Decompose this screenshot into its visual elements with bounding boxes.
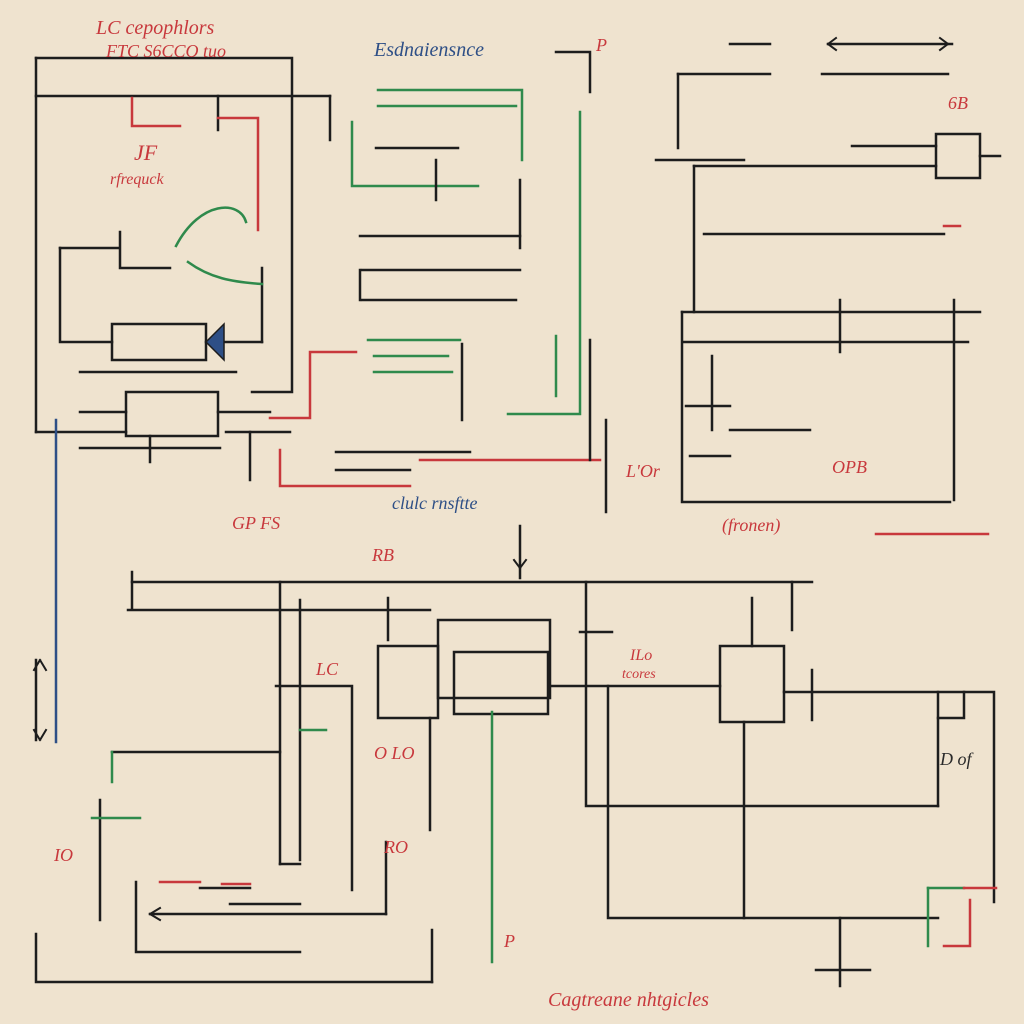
label-jf: JF bbox=[134, 140, 158, 165]
label-lor: L'Or bbox=[626, 461, 660, 481]
top-center-green-wiring bbox=[350, 88, 582, 416]
label-p-bottom: P bbox=[504, 931, 515, 951]
label-lc-left: LC bbox=[316, 659, 339, 679]
label-io: IO bbox=[54, 845, 73, 865]
top-left-green-wiring bbox=[174, 206, 264, 286]
label-ilo: ILo bbox=[630, 647, 653, 664]
caption-middle: clulc rnsftte bbox=[392, 493, 478, 513]
top-left-red-wiring bbox=[130, 96, 602, 488]
bottom-center-green-wiring bbox=[490, 710, 966, 964]
label-p-top: P bbox=[596, 35, 607, 55]
label-gp-fs: GP FS bbox=[232, 513, 281, 533]
label-ro: RO bbox=[384, 837, 408, 857]
label-tcores: tcores bbox=[622, 667, 656, 682]
top-left-wiring bbox=[34, 56, 332, 482]
arrow-markers bbox=[32, 36, 950, 922]
title-top-center: Esdnaiensnce bbox=[374, 39, 484, 61]
label-rb: RB bbox=[372, 545, 394, 565]
label-o-lo: O LO bbox=[374, 743, 415, 763]
bottom-center-red-wiring bbox=[942, 886, 998, 948]
label-6b: 6B bbox=[948, 93, 968, 113]
top-right-wiring bbox=[654, 42, 1002, 504]
bottom-left-red-wiring bbox=[158, 880, 252, 886]
title-top-left-line1: LC cepophlors bbox=[96, 17, 215, 39]
label-fronen: (fronen) bbox=[722, 515, 781, 535]
bottom-left-green-wiring bbox=[90, 728, 328, 820]
top-right-red-wiring bbox=[874, 224, 990, 536]
blue-triangle-marker bbox=[204, 322, 225, 362]
caption-bottom: Cagtreane nhtgicles bbox=[548, 989, 709, 1011]
top-center-wiring bbox=[328, 50, 608, 580]
label-d-of: D of bbox=[940, 749, 972, 769]
bottom-center-wiring bbox=[376, 580, 996, 988]
bottom-left-wiring bbox=[34, 570, 814, 984]
label-rfrequck: rfrequck bbox=[110, 171, 164, 188]
label-opb: OPB bbox=[832, 457, 867, 477]
title-top-left-line2: FTC S6CCO tuo bbox=[106, 41, 227, 61]
